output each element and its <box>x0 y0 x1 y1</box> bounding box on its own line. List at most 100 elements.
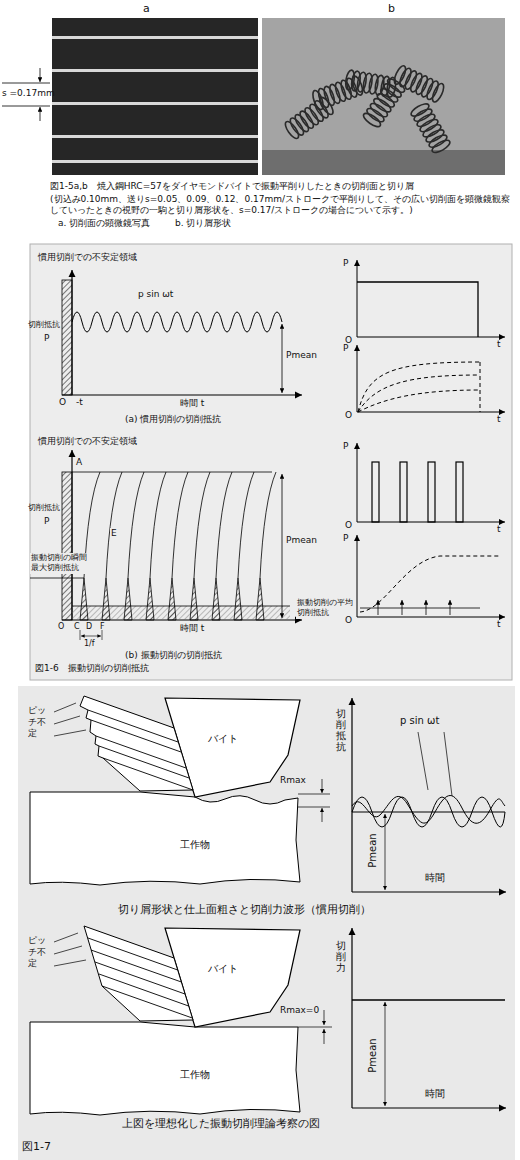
figure-panel <box>30 244 512 680</box>
mean-response-graph <box>378 600 379 615</box>
constant-force-graph <box>385 1002 386 1106</box>
conventional-cutting-drawing <box>80 696 193 791</box>
ideal-cutting-drawing <box>88 938 192 1018</box>
surface-photo <box>52 69 258 72</box>
ideal-cutting-drawing <box>298 1027 332 1028</box>
conventional-cutting-drawing <box>30 696 330 885</box>
photo-label: a <box>143 2 150 16</box>
point-label: A <box>76 457 82 469</box>
caption-item: a. 切削面の顕微鏡写真 <box>58 218 150 230</box>
ideal-cutting-drawing <box>324 1029 325 1044</box>
conventional-force-graph <box>62 270 302 395</box>
axis-label: t <box>497 339 501 351</box>
dimension-label: Pmean <box>286 535 317 547</box>
dimension-label: Rmax <box>280 775 306 787</box>
graph-caption: (a) 慣用切削の切削抵抗 <box>125 414 221 426</box>
pulse-graph <box>428 462 435 522</box>
axis-label: P <box>44 516 49 528</box>
constant-force-graph <box>352 928 506 1108</box>
axis-origin: O <box>59 397 66 409</box>
region-label: 慣用切削での不安定領域 <box>38 252 137 264</box>
conventional-force-graph <box>72 312 282 332</box>
vibration-force-graph <box>72 472 272 473</box>
part-label: ピッチ不定 <box>28 935 50 970</box>
vibration-force-graph <box>102 630 103 640</box>
point-label: E <box>110 528 118 540</box>
axis-label: 時間 <box>425 871 445 884</box>
axis-label: 時間 <box>425 1087 445 1100</box>
ideal-cutting-drawing <box>54 933 86 966</box>
conventional-cutting-drawing <box>298 794 330 795</box>
chip-photo <box>409 102 451 155</box>
surface-photo <box>52 135 258 138</box>
axis-origin: O <box>58 622 64 632</box>
vibration-force-graph <box>80 578 264 620</box>
mean-response-graph <box>357 535 505 617</box>
axis-label: t <box>497 414 501 426</box>
axis-label: P <box>343 343 348 355</box>
part-label: バイト <box>208 962 238 975</box>
wave-graph <box>351 698 352 892</box>
conventional-cutting-drawing <box>322 808 323 822</box>
response-graph <box>357 412 505 413</box>
axis-label: 切削力 <box>336 940 346 973</box>
point-label: F <box>100 622 105 632</box>
figure-caption: 切り屑形状と仕上面粗さと切削力波形（慣用切削） <box>118 903 371 917</box>
surface-photo <box>52 18 258 175</box>
axis-label: 時間 t <box>180 623 204 635</box>
axis-origin: O <box>345 615 352 627</box>
point-label: C <box>74 622 80 632</box>
wave-graph <box>352 698 506 892</box>
surface-photo <box>52 102 258 105</box>
response-graph <box>357 345 505 412</box>
conventional-cutting-drawing <box>30 792 300 885</box>
graph-caption: (b) 振動切削の切削抵抗 <box>125 650 222 662</box>
axis-origin: O <box>345 520 352 532</box>
dimension-label: 1/f <box>84 639 95 649</box>
pulse-graph <box>357 443 505 522</box>
axis-label: P <box>343 258 348 270</box>
axis-label: P <box>44 333 49 345</box>
axis-label: 切削抵抗 <box>28 320 60 330</box>
surface-photo <box>52 36 258 39</box>
mean-response-graph <box>357 617 505 618</box>
axis-origin: O <box>345 410 352 422</box>
response-graph <box>358 375 480 412</box>
figure-ground <box>18 686 515 1160</box>
chip-photo <box>262 18 505 175</box>
chip-photo <box>392 64 446 103</box>
vibration-force-graph <box>84 472 276 578</box>
conventional-force-graph <box>71 270 72 395</box>
dimension-label: Pmean <box>366 833 379 867</box>
figure-ground <box>18 686 515 1160</box>
part-label: バイト <box>208 732 238 745</box>
wave-graph <box>352 796 505 824</box>
figure-caption: 図1-5a,b 焼入鋼HRC=57をダイヤモンドバイトで振動平削りしたときの切削… <box>50 181 512 193</box>
axis-label: 切削抵抗 <box>28 503 60 513</box>
step-graph <box>357 260 505 337</box>
wave-graph <box>352 812 505 813</box>
region-label: 慣用切削での不安定領域 <box>38 436 137 448</box>
vibration-force-graph <box>81 636 101 637</box>
annotation: 振動切削の瞬間最大切削抵抗 <box>30 553 90 574</box>
mean-response-graph <box>450 600 451 615</box>
conventional-cutting-drawing <box>322 779 323 793</box>
step-graph <box>357 282 478 337</box>
pulse-graph <box>372 462 379 522</box>
figure-caption: 図1-6 振動切削の切削抵抗 <box>35 663 149 675</box>
response-graph <box>358 362 480 412</box>
vibration-force-graph <box>62 472 72 620</box>
figure-panel <box>30 244 512 680</box>
dimension-label: Pmean <box>366 1038 379 1072</box>
vibration-force-graph <box>71 450 72 620</box>
feed-dimension <box>2 83 50 84</box>
pulse-graph <box>357 443 358 522</box>
mean-response-graph <box>426 600 427 615</box>
mean-response-graph <box>357 535 358 617</box>
ideal-cutting-drawing <box>324 1010 325 1025</box>
figure-caption: 上図を理想化した振動切削理論考察の図 <box>122 1117 320 1131</box>
conventional-cutting-drawing <box>298 807 330 808</box>
chip-photo <box>311 75 365 111</box>
mean-response-graph <box>360 556 500 612</box>
